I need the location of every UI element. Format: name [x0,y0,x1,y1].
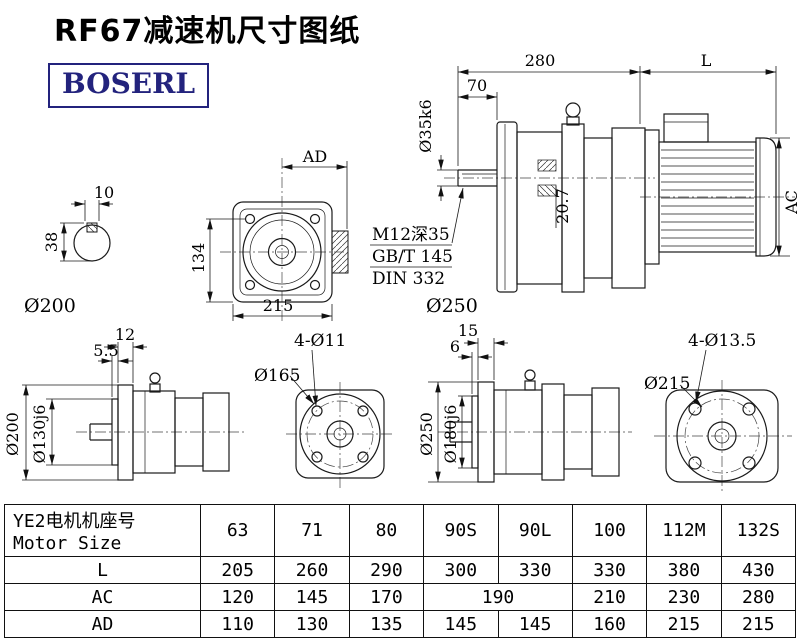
value-cell: 170 [348,583,425,611]
row-label: L [4,556,201,584]
technical-drawing: 10 38 AD [3,51,800,492]
value-cell: 230 [646,583,722,611]
table-header-row: YE2电机机座号 Motor Size 63 71 80 90S 90L 100… [4,504,797,557]
col-header: 100 [571,504,648,557]
note-tap: M12深35 [372,225,450,245]
value-cell: 145 [423,610,499,638]
flange-front-view-small: 4-Ø11 Ø165 [254,331,394,488]
value-cell: 205 [199,556,276,584]
label-bolt-circle-215: Ø215 [644,374,690,394]
eyebolt-icon [565,102,581,126]
col-header: 63 [199,504,276,557]
value-cell: 290 [348,556,425,584]
note-gbt: GB/T 145 [372,247,453,267]
dim-280: 280 [525,51,556,70]
motor-size-header: YE2电机机座号 Motor Size [4,504,201,557]
table-row-l: L 205 260 290 300 330 330 380 430 [4,556,797,584]
dim-215: 215 [263,296,294,315]
col-header: 90S [423,504,499,557]
value-cell: 330 [497,556,573,584]
brand-logo: BOSERL [48,63,210,108]
value-cell: 215 [646,610,722,638]
value-cell: 300 [423,556,499,584]
note-din: DIN 332 [372,269,445,289]
label-bolt-circle-165: Ø165 [254,366,300,386]
col-header: 80 [348,504,425,557]
col-header: 112M [646,504,722,557]
value-cell: 135 [348,610,425,638]
value-cell: 260 [274,556,350,584]
flange-side-view-small: 12 5.5 Ø200 Ø130j6 [3,325,244,481]
col-header: 71 [274,504,350,557]
value-cell: 380 [646,556,722,584]
dim-od-250: Ø250 [417,412,436,456]
flange-side-view-large: 15 6 Ø250 Ø180j6 [417,321,632,483]
dim-od-200: Ø200 [3,412,22,456]
motor-size-header-en: Motor Size [13,533,122,554]
value-cell: 110 [199,610,276,638]
dim-spigot-130: Ø130j6 [30,405,49,464]
flange-front-view-large: 4-Ø13.5 Ø215 [644,331,792,492]
dim-6: 6 [450,337,460,356]
eyebolt-icon [524,369,536,391]
table-row-ac: AC 120 145 170 190 210 230 280 [4,583,797,611]
col-header: 132S [720,504,797,557]
label-bolt-holes-11: 4-Ø11 [294,331,346,351]
value-cell: 130 [274,610,350,638]
value-cell: 280 [720,583,797,611]
table-row-ad: AD 110 130 135 145 145 160 215 215 [4,610,797,638]
shaft-section-view: 10 38 [42,183,114,262]
col-header: 90L [497,504,573,557]
dim-5-5: 5.5 [93,341,118,360]
assembly-side-view: 20.7 280 [370,51,800,317]
dim-134: 134 [189,243,208,274]
value-cell: 120 [199,583,276,611]
dim-shaft-dia: Ø35k6 [416,99,435,152]
dim-ad: AD [302,147,327,166]
label-flange-dia-200: Ø200 [24,295,76,317]
dim-12: 12 [115,325,135,344]
value-cell: 160 [571,610,648,638]
dim-key-width: 10 [94,183,114,202]
label-bolt-holes-13-5: 4-Ø13.5 [688,331,756,351]
sheet-title: RF67减速机尺寸图纸 [54,14,361,49]
value-cell: 210 [571,583,648,611]
value-cell: 190 [423,583,573,611]
dim-key-depth: 20.7 [553,188,572,224]
dim-15: 15 [458,321,478,340]
eyebolt-icon [149,372,161,393]
value-cell: 215 [720,610,797,638]
dim-spigot-180: Ø180j6 [441,405,460,464]
dimension-table: YE2电机机座号 Motor Size 63 71 80 90S 90L 100… [4,504,797,638]
gearbox-front-view: AD 134 215 Ø200 [24,147,349,322]
dim-ac: AC [782,190,800,215]
value-cell: 145 [497,610,573,638]
motor-size-header-cn: YE2电机机座号 [13,511,136,532]
row-label: AD [4,610,201,638]
value-cell: 430 [720,556,797,584]
dim-section-height: 38 [42,232,61,252]
row-label: AC [4,583,201,611]
dim-l: L [701,51,712,70]
dim-70: 70 [467,76,487,95]
value-cell: 330 [571,556,648,584]
label-flange-dia-250: Ø250 [426,295,478,317]
value-cell: 145 [274,583,350,611]
